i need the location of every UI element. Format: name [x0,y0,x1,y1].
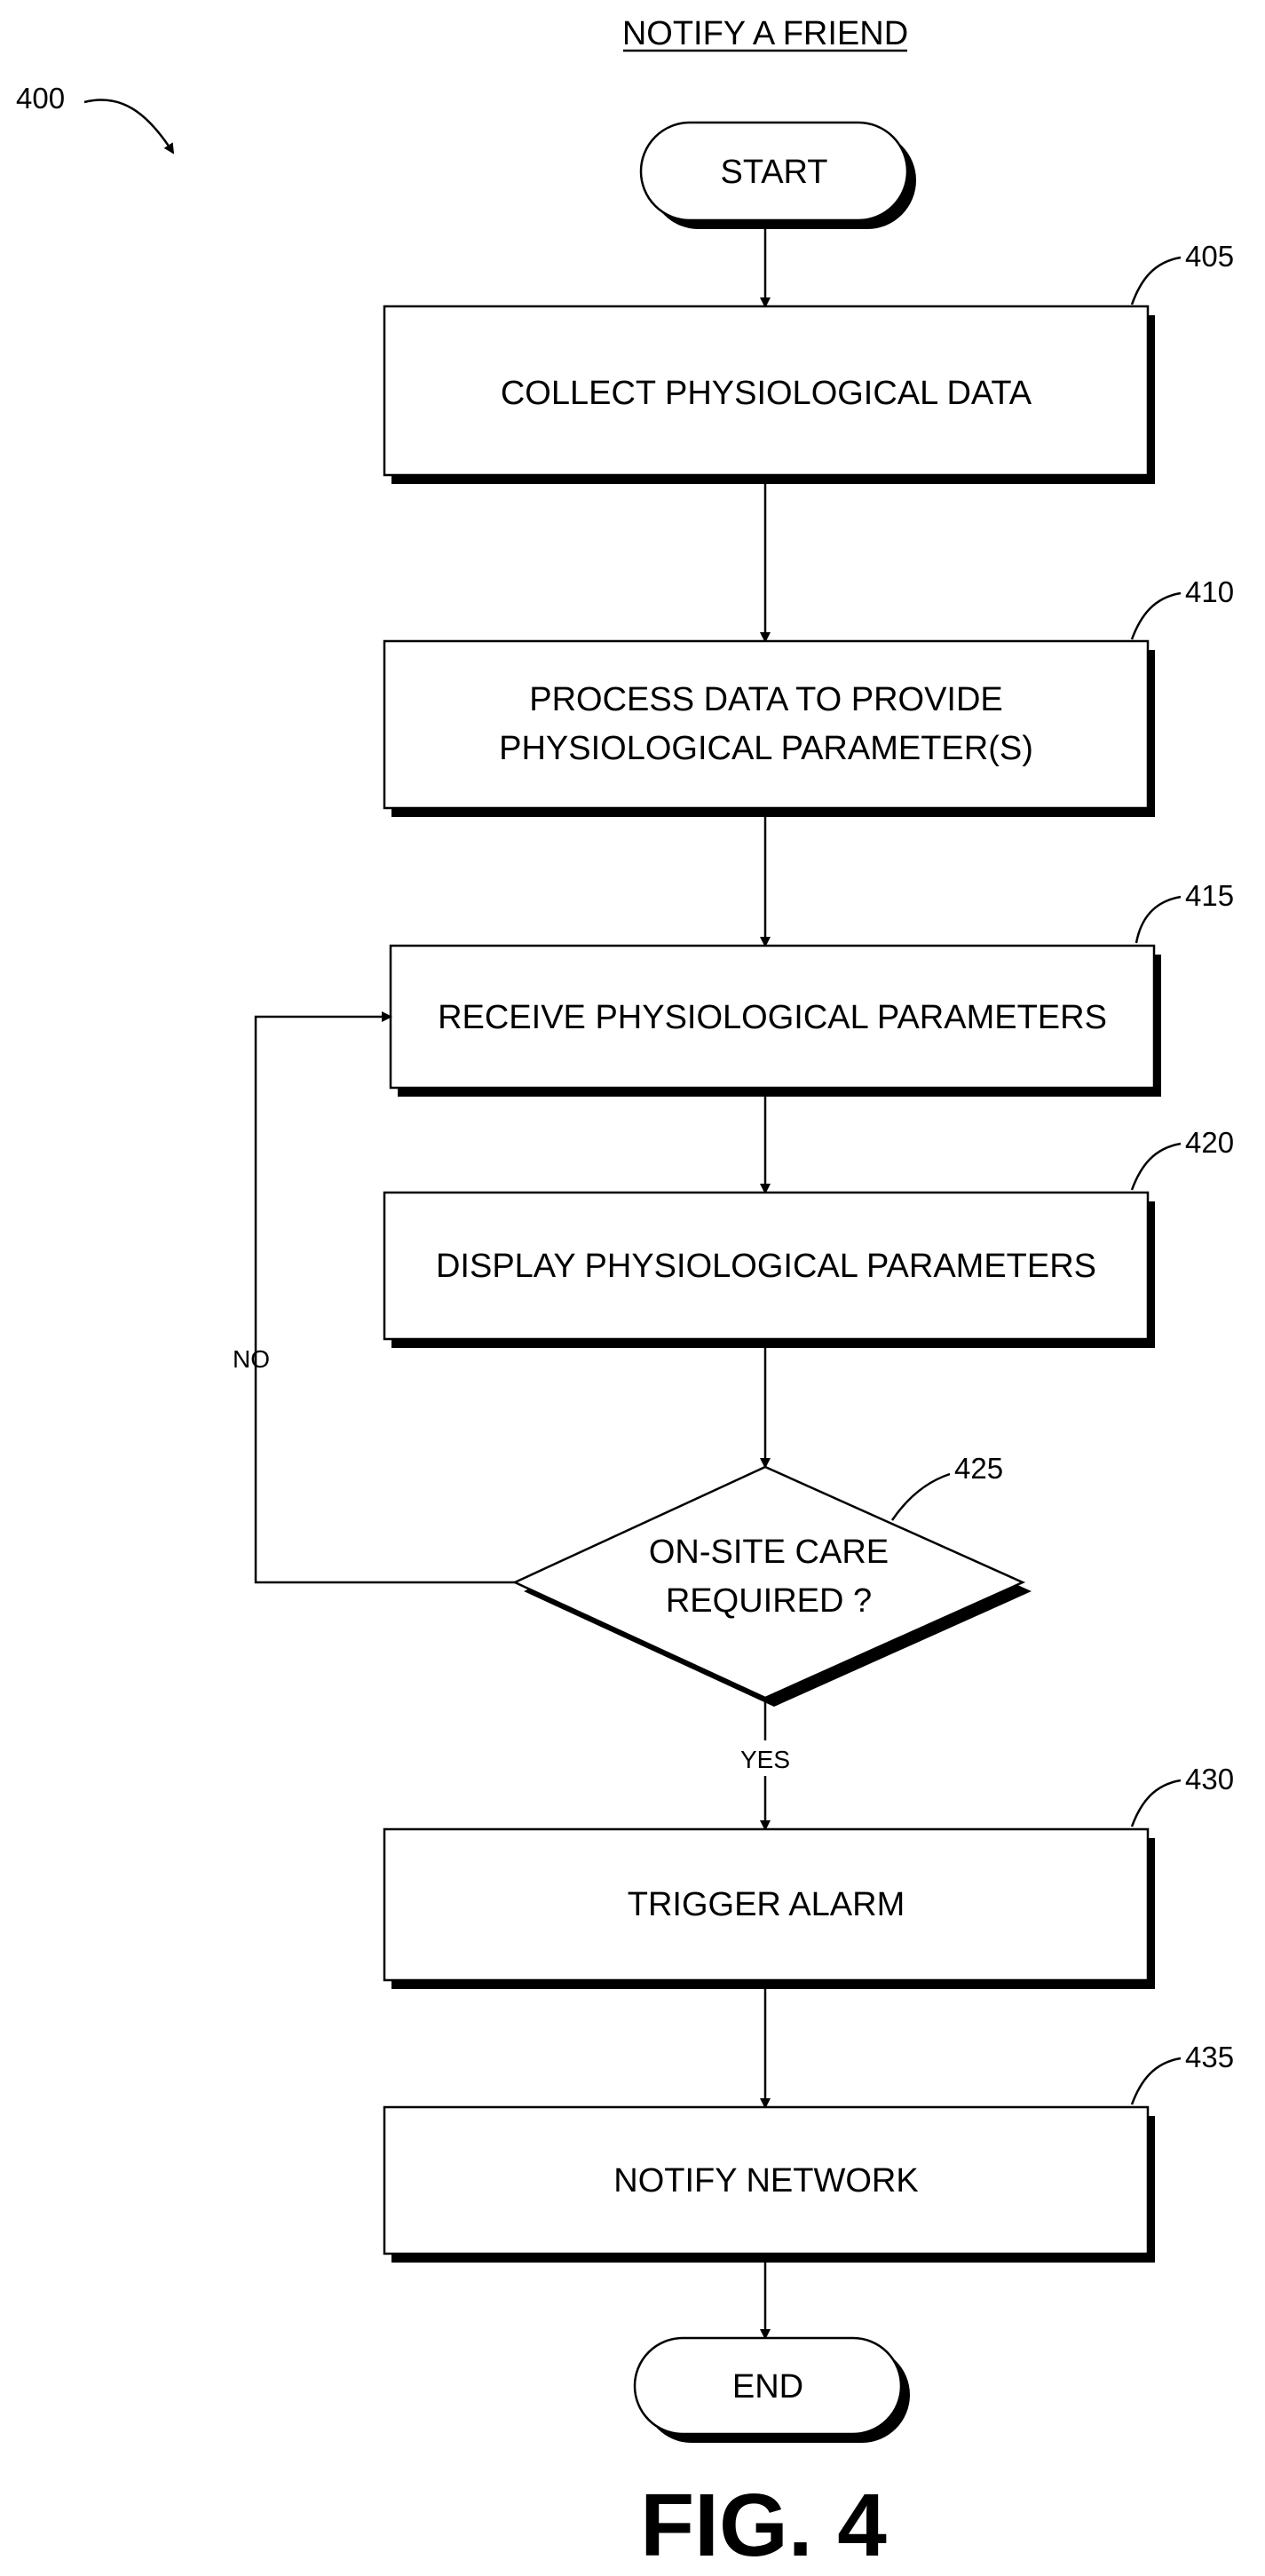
ref-leader-430 [1132,1780,1181,1827]
decision-label-line-2: REQUIRED ? [666,1582,872,1620]
step-label-line-1: PROCESS DATA TO PROVIDE [529,681,1003,718]
step-label: COLLECT PHYSIOLOGICAL DATA [501,375,1032,412]
start-label: START [720,154,827,191]
step-label: RECEIVE PHYSIOLOGICAL PARAMETERS [438,999,1107,1036]
start-terminal: START [641,123,916,229]
step-process-data: PROCESS DATA TO PROVIDE PHYSIOLOGICAL PA… [384,641,1155,817]
step-receive-parameters: RECEIVE PHYSIOLOGICAL PARAMETERS [391,946,1161,1097]
end-label: END [732,2368,803,2406]
decision-onsite-care: ON-SITE CARE REQUIRED ? [515,1467,1032,1707]
step-ref-435: 435 [1185,2041,1234,2073]
step-ref-430: 430 [1185,1763,1234,1795]
ref-leader-420 [1132,1144,1181,1190]
step-label: TRIGGER ALARM [628,1886,905,1923]
no-label: NO [233,1345,270,1373]
ref-leader-435 [1132,2058,1181,2104]
step-label-line-2: PHYSIOLOGICAL PARAMETER(S) [499,730,1033,767]
ref-leader-410 [1132,593,1181,639]
step-trigger-alarm: TRIGGER ALARM [384,1829,1155,1989]
step-ref-415: 415 [1185,879,1234,912]
figure-ref-leader [84,99,173,153]
decision-label-line-1: ON-SITE CARE [649,1534,889,1571]
step-ref-410: 410 [1185,575,1234,608]
step-ref-420: 420 [1185,1126,1234,1159]
step-label: DISPLAY PHYSIOLOGICAL PARAMETERS [436,1248,1096,1285]
figure-ref: 400 [16,82,65,115]
figure-label: FIG. 4 [640,2476,887,2575]
step-collect-data: COLLECT PHYSIOLOGICAL DATA [384,306,1155,484]
ref-leader-405 [1132,258,1181,305]
decision-ref-425: 425 [954,1452,1003,1485]
ref-leader-415 [1136,897,1181,943]
yes-label: YES [740,1746,790,1773]
ref-leader-425 [892,1474,950,1520]
step-notify-network: NOTIFY NETWORK [384,2107,1155,2263]
step-label: NOTIFY NETWORK [613,2162,918,2200]
step-ref-405: 405 [1185,240,1234,273]
diagram-title: NOTIFY A FRIEND [622,15,908,52]
end-terminal: END [635,2338,910,2443]
step-display-parameters: DISPLAY PHYSIOLOGICAL PARAMETERS [384,1193,1155,1348]
